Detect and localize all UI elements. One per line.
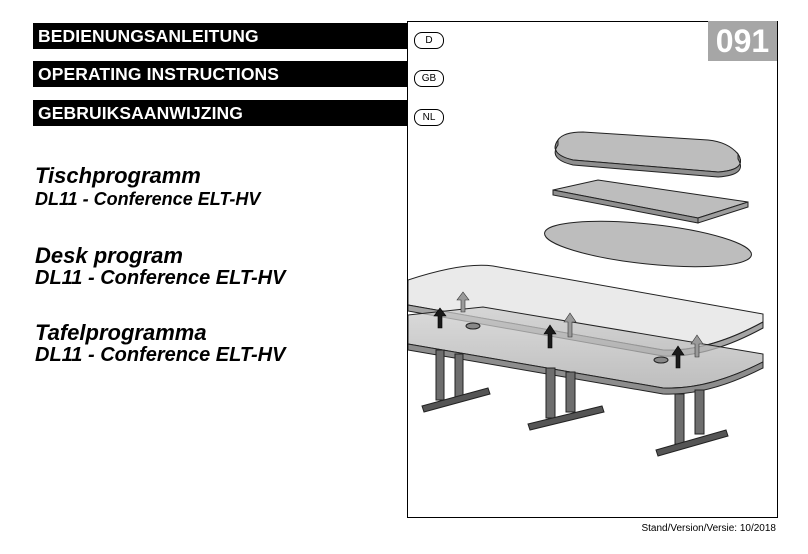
title-nl: Tafelprogramma — [35, 320, 207, 345]
heading-de: BEDIENUNGSANLEITUNG — [33, 23, 407, 49]
arrow-up-icon — [456, 291, 470, 313]
language-badge-de: D — [414, 32, 444, 49]
table-leg-middle — [527, 367, 605, 431]
language-badge-nl: NL — [414, 109, 444, 126]
arrow-up-icon — [690, 334, 704, 358]
arrow-up-icon — [543, 324, 557, 349]
subtitle-de: DL11 - Conference ELT-HV — [35, 189, 261, 209]
heading-en: OPERATING INSTRUCTIONS — [33, 61, 407, 87]
tabletop-elliptical — [544, 220, 752, 268]
table-assembly-illustration — [408, 131, 764, 457]
tabletop-rectangular — [552, 179, 749, 224]
subtitle-nl: DL11 - Conference ELT-HV — [35, 344, 286, 366]
title-en: Desk program — [35, 243, 183, 268]
arrow-up-icon — [563, 312, 577, 338]
arrow-up-icon — [671, 345, 685, 369]
document-number: 091 — [708, 21, 777, 61]
language-badge-en: GB — [414, 70, 444, 87]
subtitle-en: DL11 - Conference ELT-HV — [35, 267, 286, 289]
title-de: Tischprogramm — [35, 163, 201, 188]
version-footer: Stand/Version/Versie: 10/2018 — [641, 523, 776, 534]
heading-nl: GEBRUIKSAANWIJZING — [33, 100, 407, 126]
table-leg-right — [655, 389, 729, 457]
table-leg-left — [421, 349, 491, 413]
arrow-up-icon — [433, 307, 447, 329]
tabletop-rounded — [554, 131, 741, 178]
illustration-frame — [407, 21, 778, 518]
